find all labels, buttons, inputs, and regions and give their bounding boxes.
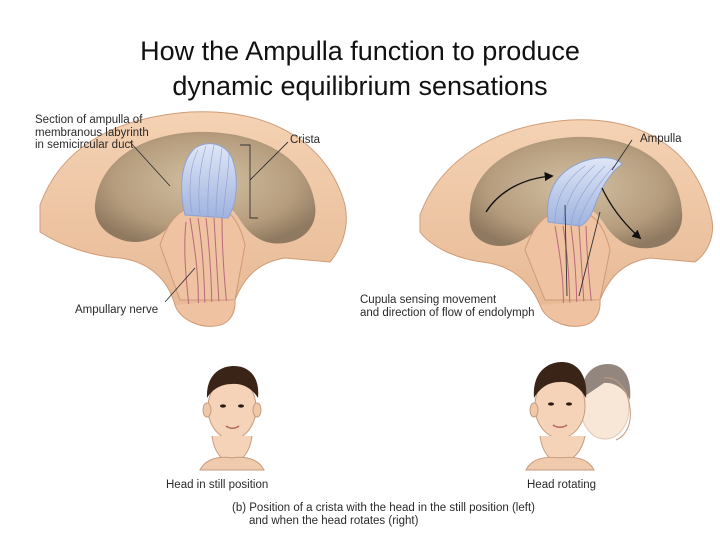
leader-lines xyxy=(129,139,633,303)
label-head-still: Head in still position xyxy=(166,479,269,491)
title-line-2: dynamic equilibrium sensations xyxy=(172,71,548,101)
title-line-1: How the Ampulla function to produce xyxy=(140,36,580,66)
head-still-illustration xyxy=(199,366,265,471)
label-head-rotating: Head rotating xyxy=(527,479,597,491)
label-cupula: Cupula sensing movement and direction of… xyxy=(360,294,535,319)
label-ampullary-nerve: Ampullary nerve xyxy=(75,304,159,316)
head-rotating-illustration xyxy=(525,362,631,471)
label-section-of-ampulla: Section of ampulla of membranous labyrin… xyxy=(35,114,149,151)
label-crista: Crista xyxy=(290,134,321,146)
figure-caption: (b) Position of a crista with the head i… xyxy=(232,502,535,527)
ampulla-left xyxy=(39,111,347,327)
endolymph-flow-arrow-2 xyxy=(601,187,642,240)
label-ampulla: Ampulla xyxy=(640,133,682,145)
ampulla-right xyxy=(419,119,714,327)
endolymph-flow-arrow-1 xyxy=(485,172,554,213)
page-title: How the Ampulla function to produce dyna… xyxy=(0,34,720,104)
cupula-right-bent xyxy=(546,157,623,227)
